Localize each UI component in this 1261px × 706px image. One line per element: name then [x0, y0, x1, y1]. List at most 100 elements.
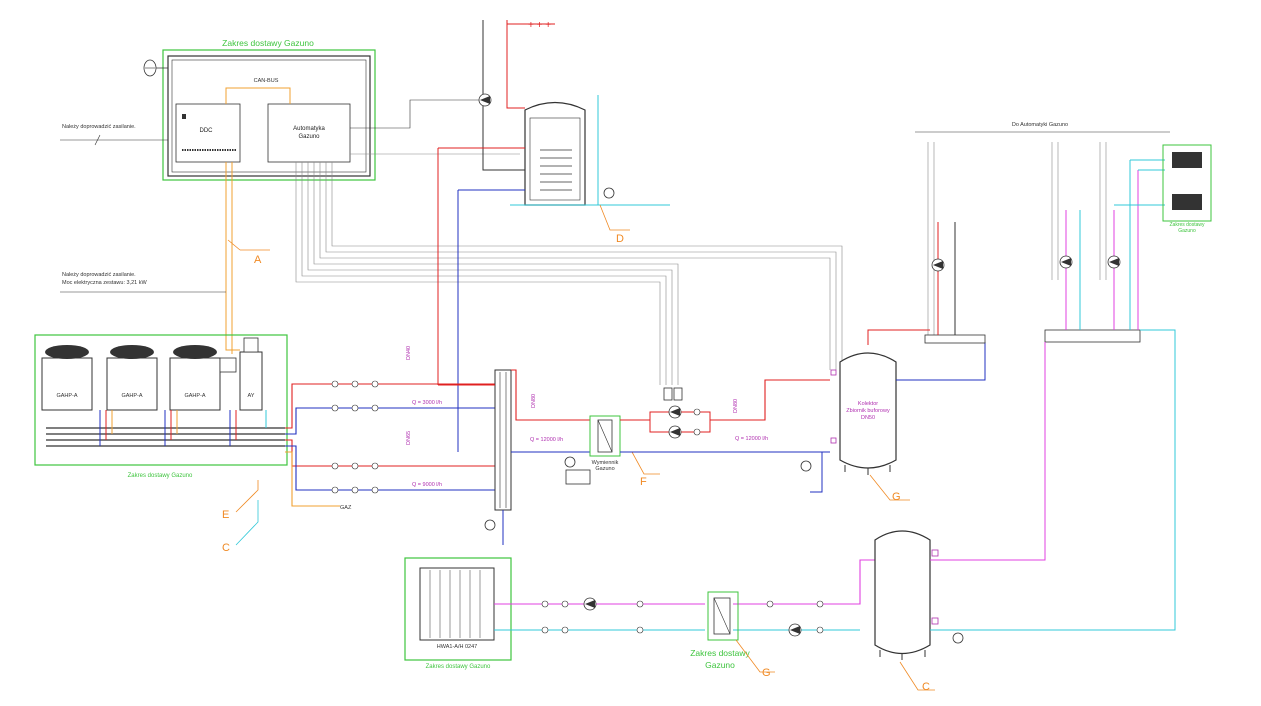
- dn-mid: DN80: [531, 394, 537, 408]
- pump-controller-1: [663, 387, 673, 401]
- marker-b-leader: [235, 480, 259, 513]
- dhw-tank-top: + + +: [437, 20, 670, 452]
- marker-a: A: [254, 254, 262, 266]
- marker-c2-leader: [899, 661, 935, 691]
- buffer-label-2: Zbiornik buforowy: [846, 408, 890, 414]
- exchanger-e-diagonal: [597, 419, 613, 453]
- heat-pump-scope-frame: [34, 334, 288, 466]
- marker-g: G: [762, 667, 771, 679]
- dhw-heat-pump-grille: [429, 570, 481, 638]
- dhw-storage-tank: [874, 329, 1176, 660]
- expansion-vessel-icon: [484, 519, 496, 531]
- fan-coil-icon: [1172, 194, 1202, 210]
- plate-exchanger-e: Wymiennik Gazuno: [589, 415, 621, 472]
- heat-pump-4-top: [243, 337, 259, 353]
- buffer-label-3: DN50: [861, 415, 875, 421]
- fan-coil-icon: [1172, 152, 1202, 168]
- exchanger-e-label-1: Wymiennik: [592, 460, 619, 466]
- gas-label: GAZ: [340, 505, 352, 511]
- dhw-circ-pump-arrow: [480, 96, 490, 104]
- fan-icon: [45, 345, 89, 359]
- buffer-drain: [810, 452, 823, 493]
- marker-e: F: [640, 476, 647, 488]
- buffer-supply-line: [710, 379, 830, 421]
- exchanger-g-scope: [707, 591, 739, 641]
- dhw-heat-pump: HWA1-A/H 0247 Zakres dostawy Gazuno: [404, 557, 512, 670]
- dhw-storage-tank-body: [874, 530, 931, 655]
- heat-pump-2: GAHP-A: [106, 345, 158, 411]
- right-scope-line2: Gazuno: [1178, 228, 1196, 234]
- wire-to-pump: [350, 99, 480, 129]
- pump-icon-1-arrow: [670, 408, 680, 416]
- automation-box: [267, 103, 351, 163]
- power-note-2: Należy doprowadzić zasilanie.: [62, 272, 136, 278]
- pump-controller-2: [673, 387, 683, 401]
- marker-b: E: [222, 509, 229, 521]
- automation-label-1: Automatyka: [293, 126, 325, 132]
- marker-c: C: [222, 542, 230, 554]
- heating-circuit-2-manifold: [1044, 329, 1141, 343]
- heat-pump-2-label: GAHP-A: [121, 393, 142, 399]
- control-wire-bundle: [295, 162, 843, 385]
- to-automation-label: Do Automatyki Gazuno: [1012, 122, 1068, 128]
- can-bus-label: CAN-BUS: [254, 78, 279, 84]
- heat-pump-connections: [99, 410, 267, 446]
- dhw-top-circulation: [482, 20, 525, 171]
- dhw-top-supply: [506, 20, 525, 109]
- glycol-tank: [565, 469, 591, 485]
- fan-icon: [173, 345, 217, 359]
- dhw-pump-2-arrow: [790, 626, 800, 634]
- exchanger-e-scope: [589, 415, 621, 457]
- dhw-storage-tank-legs: [879, 650, 926, 660]
- dhw-storage-sensor-bottom: [931, 617, 939, 625]
- exchanger-g-scope-2: Gazuno: [705, 660, 735, 670]
- heating-circuit-2: [1044, 159, 1165, 343]
- heat-pump-3-body: [169, 357, 221, 411]
- heat-pump-1: GAHP-A: [41, 345, 93, 411]
- primary-circuit: [438, 369, 590, 453]
- dhw-pumps: [583, 597, 802, 637]
- heat-pump-1-body: [41, 357, 93, 411]
- heat-pump-control-box: [219, 357, 237, 373]
- marker-a-leader: [227, 239, 241, 251]
- dhw-pump-1-arrow: [585, 600, 595, 608]
- marker-g-leader: [735, 639, 775, 673]
- marker-e-leader: [631, 451, 660, 475]
- heating-circuit-1-manifold: [924, 334, 986, 344]
- pump-loop: [620, 411, 711, 433]
- fan-icon: [110, 345, 154, 359]
- pressure-gauge-icon: [564, 456, 576, 468]
- cabinet-scope-title: Zakres dostawy Gazuno: [222, 38, 314, 48]
- can-bus-wire: [225, 87, 291, 104]
- buffer-tank-legs: [844, 465, 891, 475]
- q-right: Q = 12000 l/h: [735, 436, 768, 442]
- heat-pump-4-body: [239, 351, 263, 411]
- dhw-heat-pump-scope: [404, 557, 512, 661]
- hydraulic-separator-inner: [499, 372, 507, 508]
- ddc-label: DDC: [200, 128, 214, 134]
- fan-coil-scope: [1162, 144, 1212, 222]
- q-lower: Q = 9000 l/h: [412, 482, 442, 488]
- buffer-sensor-top: [830, 369, 837, 376]
- buffer-sensor-bottom: [830, 437, 837, 444]
- cabinet-scope-frame: [162, 49, 376, 181]
- hydraulic-separator: [484, 369, 512, 545]
- dhw-storage-hot-out: [930, 342, 1046, 561]
- marker-d: D: [616, 233, 624, 245]
- ddc-box: [175, 103, 241, 163]
- can-bus-trunk: [225, 162, 240, 351]
- dhw-tank-top-inner: [529, 117, 581, 201]
- power-feed-1-tick: [94, 134, 101, 146]
- marker-f-leader: [869, 474, 910, 501]
- marker-c-leader: [235, 500, 259, 546]
- heating-circuit-1: [924, 222, 986, 344]
- heat-pump-1-label: GAHP-A: [56, 393, 77, 399]
- heat-pump-outlets: [285, 383, 495, 507]
- exchanger-e-label-2: Gazuno: [595, 466, 614, 472]
- q-upper: Q = 3000 l/h: [412, 400, 442, 406]
- buffer-pump-group: [620, 379, 830, 453]
- fan-coil-units: Zakres dostawy Gazuno: [1162, 144, 1212, 234]
- buffer-label-1: Kolektor: [858, 401, 878, 407]
- heating-circuit-2-pump-2-arrow: [1109, 258, 1119, 266]
